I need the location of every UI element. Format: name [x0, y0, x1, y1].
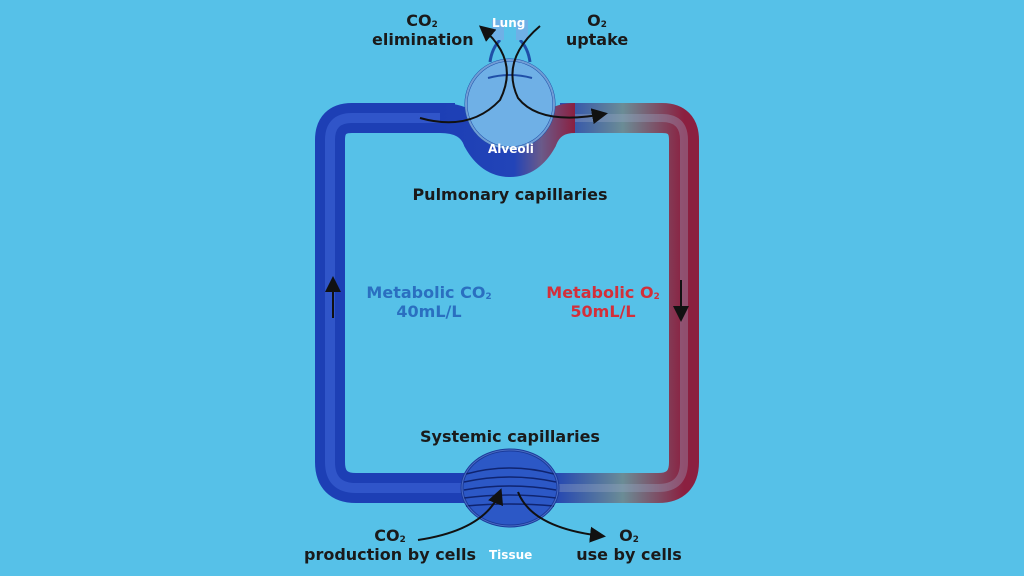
co2-elimination-label: CO2 elimination [372, 11, 474, 49]
metabolic-co2-label: Metabolic CO2 40mL/L [366, 283, 492, 321]
pulmonary-capillaries-label: Pulmonary capillaries [412, 185, 608, 204]
metabolic-o2-label: Metabolic O2 50mL/L [546, 283, 660, 321]
systemic-capillary-bundle [460, 448, 560, 528]
tissue-label: Tissue [489, 548, 533, 562]
co2-elimination-arrow [419, 25, 508, 124]
o2-uptake-label: O2 uptake [565, 11, 629, 49]
systemic-capillaries-label: Systemic capillaries [420, 427, 600, 446]
lung-label: Lung [492, 16, 526, 30]
o2-use-arrow [517, 491, 606, 543]
pulmonary-capillary-bend [439, 103, 576, 178]
metabolic-co2-value: 40mL/L [396, 301, 462, 321]
co2-production-label: CO2 production by cells [303, 526, 477, 564]
metabolic-o2-value: 50mL/L [570, 301, 636, 321]
o2-use-label: O2 use by cells [576, 526, 682, 564]
co2-production-arrow [417, 488, 504, 541]
alveoli-label: Alveoli [488, 142, 534, 156]
right-vessel [548, 103, 699, 503]
alveoli-sphere [464, 20, 556, 150]
o2-uptake-arrow [511, 25, 608, 125]
